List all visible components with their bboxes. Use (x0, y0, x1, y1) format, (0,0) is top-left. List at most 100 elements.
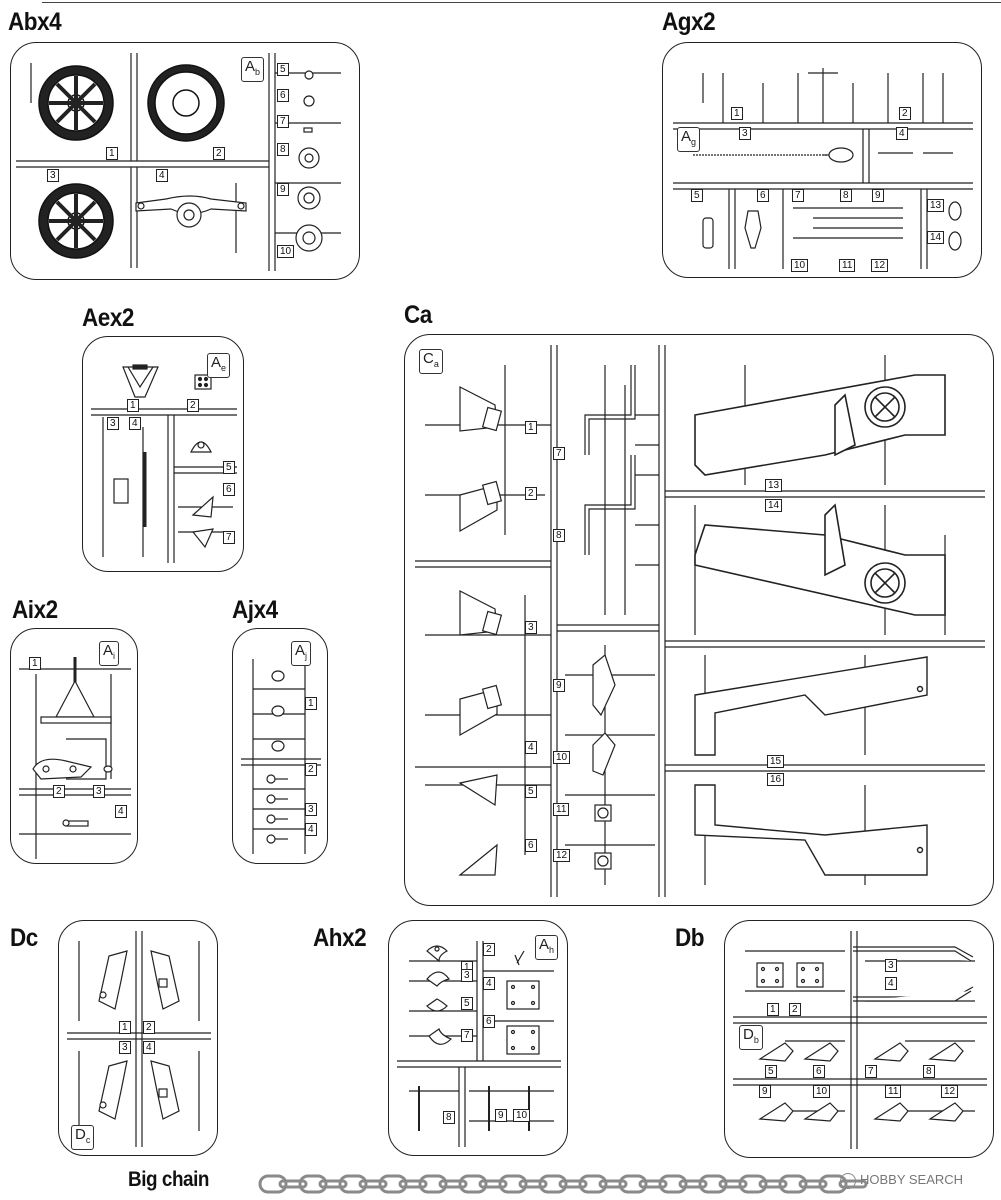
parts-13-14 (948, 201, 962, 251)
chain-link (718, 1179, 748, 1189)
chain-link (798, 1179, 828, 1189)
part-num: 8 (277, 143, 289, 156)
chain-link (698, 1174, 728, 1194)
part-num: 3 (739, 127, 751, 140)
title-db: Db (675, 924, 705, 952)
chain-link (418, 1174, 448, 1194)
sprue-ae-drawing (91, 364, 237, 563)
part-num: 13 (927, 199, 945, 212)
chain-link (778, 1174, 808, 1194)
sprue-dc: Dc 1 2 3 4 (58, 920, 218, 1156)
part-num: 4 (896, 127, 908, 140)
sprue-tag-db: Db (739, 1025, 763, 1050)
part-num: 10 (277, 245, 295, 258)
part-num: 4 (483, 977, 495, 990)
sprue-tag-aj: Aj (291, 641, 312, 666)
sprue-tag-ai: Ai (99, 641, 120, 666)
rod-parts-3-4 (853, 946, 974, 1002)
rod-parts-7-8 (584, 365, 636, 555)
chain-link (558, 1179, 588, 1189)
sprue-ai-drawing (19, 657, 131, 859)
part-num: 5 (691, 189, 703, 202)
chain-link (638, 1179, 668, 1189)
chain-link (658, 1174, 688, 1194)
sprue-tag-ah: Ah (535, 935, 559, 960)
title-abx4: Abx4 (8, 8, 62, 36)
sprue-ai: Ai 1 2 3 4 (10, 628, 138, 864)
chain-link (518, 1179, 548, 1189)
part-num: 4 (129, 417, 141, 430)
sprue-ah-drawing (397, 941, 561, 1147)
part-num: 8 (840, 189, 852, 202)
side-plates-1-4 (98, 950, 180, 1120)
sprue-ag-drawing (673, 68, 973, 269)
big-chain (258, 1174, 868, 1194)
part-num: 4 (143, 1041, 155, 1054)
title-big-chain: Big chain (128, 1168, 210, 1191)
part-1 (40, 657, 112, 724)
title-ajx4: Ajx4 (232, 596, 278, 624)
sprue-ae: Ae 1 2 3 4 5 6 7 (82, 336, 244, 572)
part-num: 9 (553, 679, 565, 692)
part-4 (62, 819, 89, 827)
part-num: 12 (941, 1085, 959, 1098)
part-num: 4 (115, 805, 127, 818)
sprue-ab-drawing (16, 53, 341, 271)
chain-link (298, 1174, 328, 1194)
bracket-parts-5-12 (758, 1042, 964, 1122)
part-num: 2 (213, 147, 225, 160)
part-num: 16 (767, 773, 785, 786)
chain-link (398, 1179, 428, 1189)
chain-link (278, 1179, 308, 1189)
sprue-ca-drawing (415, 345, 985, 897)
chain-link (598, 1179, 628, 1189)
part-num: 7 (223, 531, 235, 544)
sprue-dc-drawing (67, 931, 211, 1147)
part-num: 4 (525, 741, 537, 754)
part-num: 9 (759, 1085, 771, 1098)
part-num: 4 (305, 823, 317, 836)
part-num: 2 (483, 943, 495, 956)
sprue-tag-ag: Ag (677, 127, 701, 152)
chain-link (538, 1174, 568, 1194)
part-num: 3 (47, 169, 59, 182)
part-num: 9 (495, 1109, 507, 1122)
rod-part-3 (693, 147, 854, 163)
part-num: 12 (871, 259, 889, 272)
sprue-tag-ca: Ca (419, 349, 443, 374)
sprue-aj: Aj 1 2 3 4 (232, 628, 328, 864)
top-rule (42, 2, 1001, 3)
part-num: 3 (107, 417, 119, 430)
cam-parts-1-7 (426, 945, 525, 1045)
part-num: 8 (923, 1065, 935, 1078)
part-1 (122, 364, 159, 398)
chain-link (738, 1174, 768, 1194)
part-num: 7 (277, 115, 289, 128)
part-num: 3 (461, 969, 473, 982)
chain-link (758, 1179, 788, 1189)
sprue-ag: Ag 1 2 3 4 5 6 7 8 9 10 11 12 13 14 (662, 42, 982, 278)
part-num: 2 (187, 399, 199, 412)
frame-part-14 (694, 503, 946, 616)
part-num: 3 (885, 959, 897, 972)
part-num: 1 (731, 107, 743, 120)
part-num: 4 (885, 977, 897, 990)
frame-part-13 (694, 374, 946, 476)
parts-2-3 (32, 758, 113, 780)
part-num: 10 (513, 1109, 531, 1122)
watermark: HOBBY SEARCH (840, 1172, 963, 1189)
part-num: 10 (791, 259, 809, 272)
part-num: 7 (792, 189, 804, 202)
small-parts-5-10 (295, 70, 323, 252)
part-num: 2 (305, 763, 317, 776)
watermark-logo-icon (840, 1172, 856, 1189)
part-num: 1 (29, 657, 41, 670)
wheel-part-3 (38, 183, 114, 259)
bracket-part-4 (135, 195, 247, 228)
part-num: 7 (553, 447, 565, 460)
part-num: 6 (223, 483, 235, 496)
chain-link (358, 1179, 388, 1189)
part-num: 6 (483, 1015, 495, 1028)
chain-link (498, 1174, 528, 1194)
part-num: 3 (93, 785, 105, 798)
